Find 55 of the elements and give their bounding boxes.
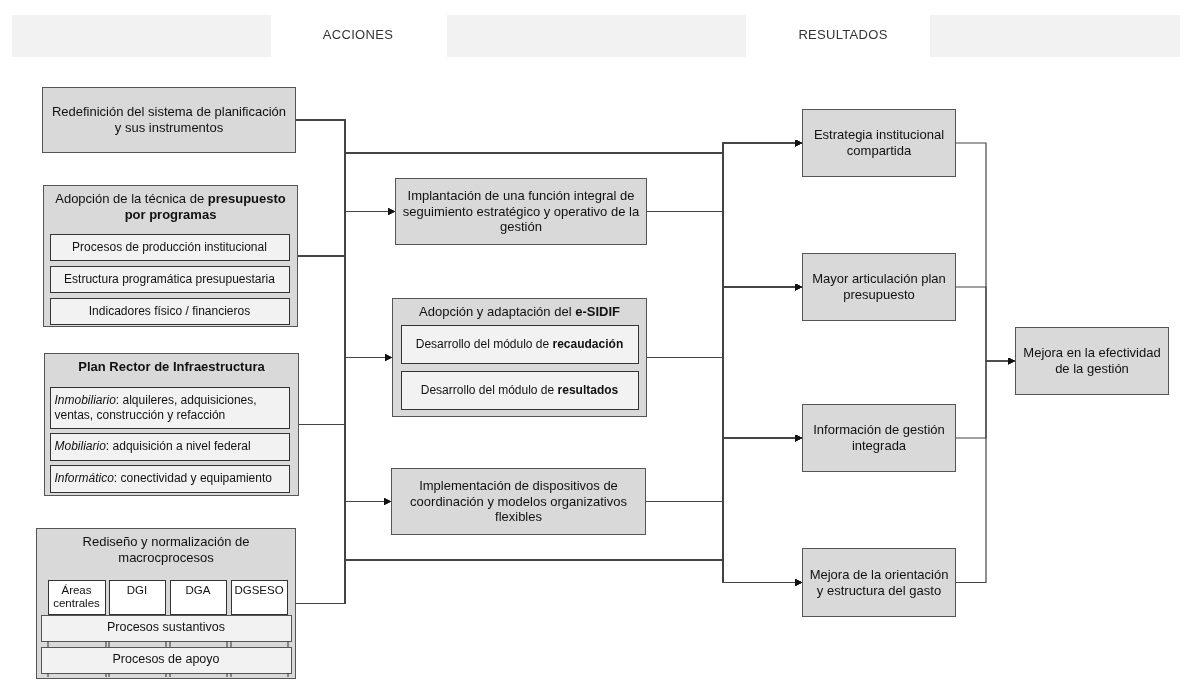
connector-arrow [955, 357, 1016, 584]
box-text: Procesos de apoyo [112, 652, 220, 668]
sub-item-box [400, 370, 639, 410]
process-band [40, 614, 292, 642]
box-text: Plan Rector de Infraestructura [78, 359, 265, 375]
connector-arrow [645, 500, 803, 586]
box-text: Mobiliario: adquisición a nivel federal [54, 439, 251, 454]
box-text: Mayor articulación plan presupuesto [811, 271, 947, 303]
sub-item-box [49, 233, 290, 261]
sub-item-box [400, 324, 639, 364]
box-text: Adopción y adaptación del e-SIDIF [419, 304, 620, 320]
box-text: DGSESO [234, 583, 284, 597]
column-box [169, 579, 227, 615]
sub-item-box [49, 297, 290, 325]
box-text: Redefinición del sistema de planificación y sus instrumentos [50, 104, 288, 136]
box-text: Mejora en la efectividad de la gestión [1022, 345, 1162, 377]
box-text: Adopción de la técnica de presupuesto por programas [54, 191, 287, 223]
action-box [36, 528, 296, 679]
result-box [802, 253, 956, 321]
box-text: Desarrollo del módulo de recaudación [415, 336, 624, 352]
sub-item-box [49, 386, 290, 429]
action-box [44, 353, 299, 496]
box-text: Áreas centrales [52, 583, 101, 610]
action-box [391, 468, 646, 535]
result-box [1015, 327, 1169, 395]
box-text: Procesos sustantivos [106, 620, 226, 636]
column-box [230, 579, 288, 615]
result-box [802, 404, 956, 472]
box-text: Estructura programática presupuestaria [64, 271, 275, 287]
box-text: Desarrollo del módulo de resultados [420, 382, 619, 398]
column-heading: ACCIONES [322, 27, 394, 42]
column-box [108, 579, 166, 615]
box-text: Implementación de dispositivos de coordinación y modelos organizativos flexibles [409, 477, 628, 526]
action-box [392, 298, 647, 417]
column-heading: RESULTADOS [798, 27, 888, 42]
box-text: Implantación de una función integral de seguimiento estratégico y operativo de la gestión [402, 187, 640, 236]
box-text: Estrategia institucional compartida [812, 127, 946, 159]
box-text: Procesos de producción institucional [72, 239, 267, 255]
sub-item-box [49, 464, 290, 493]
result-box [802, 109, 956, 177]
sub-item-box [49, 265, 290, 293]
box-text: Rediseño y normalización de macrocprocesos [81, 534, 251, 566]
box-text: Indicadores físico / financieros [88, 303, 251, 319]
box-text: DGA [185, 583, 211, 597]
action-box [42, 87, 296, 153]
process-band [40, 646, 292, 674]
box-text: Inmobiliario: alquileres, adquisiciones, ventas, construcción y refacción [54, 392, 258, 423]
box-text: Información de gestión integrada [812, 422, 946, 454]
box-text: Informático: conectividad y equipamiento [54, 471, 272, 486]
box-text: DGI [126, 583, 148, 597]
action-box [395, 178, 647, 245]
box-text: Mejora de la orientación y estructura del gasto [809, 566, 949, 599]
sub-item-box [49, 432, 290, 461]
action-box [43, 185, 298, 327]
result-box [802, 548, 956, 617]
